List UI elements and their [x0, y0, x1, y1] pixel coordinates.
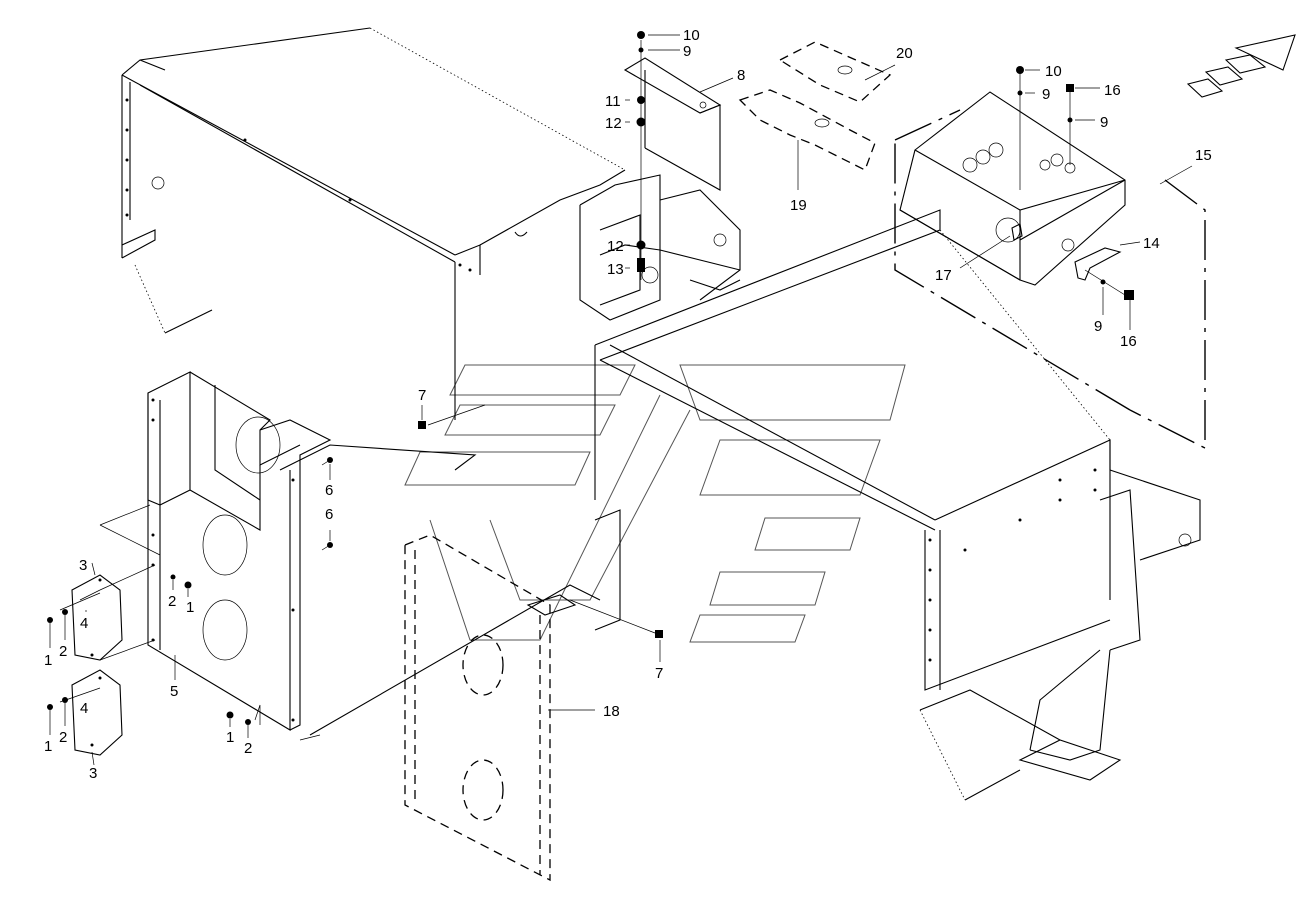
- callout-17: 17: [935, 267, 952, 284]
- panel-part-18-dashed: [404, 534, 595, 882]
- small-cover-lower-part-3: [47, 669, 123, 766]
- callout-20: 20: [896, 45, 913, 62]
- gaskets-19-20: [738, 41, 896, 190]
- callout-3b: 3: [89, 765, 97, 782]
- callout-1b: 1: [44, 652, 52, 669]
- callout-4a: 4: [80, 615, 88, 632]
- callout-13: 13: [607, 261, 624, 278]
- callout-1a: 1: [186, 599, 194, 616]
- hardware-stack-center: [625, 31, 680, 280]
- upper-hood-panel: [121, 27, 626, 420]
- callout-1d: 1: [44, 738, 52, 755]
- callout-10b: 10: [1045, 63, 1062, 80]
- callout-15: 15: [1195, 147, 1212, 164]
- callout-9b: 9: [1042, 86, 1050, 103]
- callout-2c: 2: [59, 729, 67, 746]
- bracket-part-14: [1074, 241, 1141, 281]
- callout-12a: 12: [605, 115, 622, 132]
- callout-2a: 2: [168, 593, 176, 610]
- callout-6b: 6: [325, 506, 333, 523]
- callout-3a: 3: [79, 557, 87, 574]
- bulkhead-panel-part-5: [99, 371, 601, 741]
- callout-16b: 16: [1120, 333, 1137, 350]
- callout-2b: 2: [59, 643, 67, 660]
- callout-2d: 2: [244, 740, 252, 757]
- callout-9d: 9: [1094, 318, 1102, 335]
- center-mount-bracket: [579, 174, 741, 321]
- callout-4b: 4: [80, 700, 88, 717]
- callout-9c: 9: [1100, 114, 1108, 131]
- callout-14: 14: [1143, 235, 1160, 252]
- callout-labels: 10 9 8 11 12 12 13 20 19 10 9 16 9 15 14…: [44, 27, 1212, 782]
- leader-lines: [49, 405, 661, 738]
- callout-18: 18: [603, 703, 620, 720]
- callout-7a: 7: [418, 387, 426, 404]
- cover-plate-part-8: [623, 57, 734, 191]
- callout-6a: 6: [325, 482, 333, 499]
- callout-1c: 1: [226, 729, 234, 746]
- callout-10a: 10: [683, 27, 700, 44]
- callout-16a: 16: [1104, 82, 1121, 99]
- top-cover-part-15: [894, 91, 1206, 450]
- hardware-cover-15: [959, 66, 1134, 330]
- callout-8: 8: [737, 67, 745, 84]
- callout-9a: 9: [683, 43, 691, 60]
- direction-arrow-icon: [1186, 34, 1296, 98]
- small-cover-upper-part-3: [47, 562, 156, 661]
- right-frame-chassis: [594, 209, 1201, 801]
- callout-12b: 12: [607, 238, 624, 255]
- small-hardware-fasteners: [170, 404, 663, 725]
- callout-5: 5: [170, 683, 178, 700]
- callout-11: 11: [605, 93, 621, 110]
- callout-19: 19: [790, 197, 807, 214]
- callout-7b: 7: [655, 665, 663, 682]
